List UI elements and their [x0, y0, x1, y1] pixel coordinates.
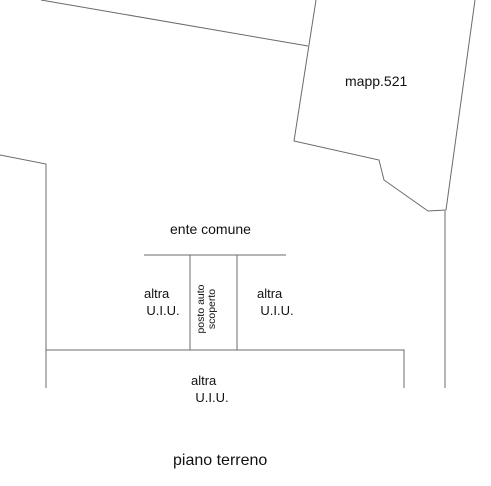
- upper-boundary-line: [40, 0, 309, 47]
- floor-caption: piano terreno: [173, 452, 268, 469]
- unit-left-line2: U.I.U.: [146, 303, 180, 318]
- mapp-521-parcel-outline: [293, 0, 476, 212]
- unit-left-label: altra U.I.U.: [136, 285, 190, 319]
- unit-bottom-label: altra U.I.U.: [185, 372, 239, 406]
- unit-left-line1: altra: [144, 286, 170, 301]
- bottom-unit-boundary: [46, 349, 405, 388]
- unit-right-label: altra U.I.U.: [250, 285, 304, 319]
- unit-right-line1: altra: [257, 286, 283, 301]
- unit-bottom-line2: U.I.U.: [195, 390, 229, 405]
- common-area-label: ente comune: [170, 221, 251, 237]
- unit-bottom-line1: altra: [191, 373, 217, 388]
- left-boundary-wall: [0, 154, 47, 388]
- parking-line2: scoperto: [206, 288, 218, 330]
- mapp-521-label: mapp.521: [345, 73, 408, 89]
- parking-space-label: posto auto scoperto: [195, 278, 218, 340]
- unit-right-line2: U.I.U.: [260, 303, 294, 318]
